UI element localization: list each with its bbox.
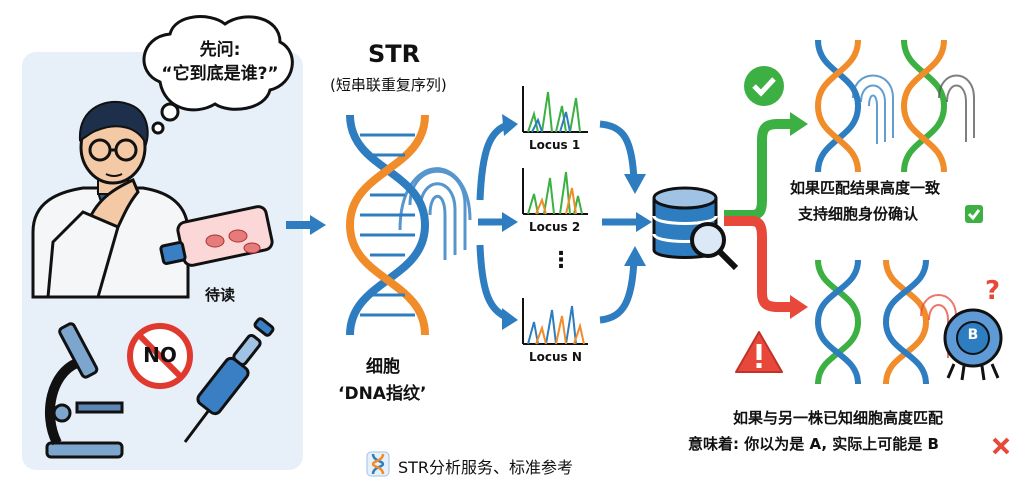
dna-logo-icon — [366, 451, 390, 477]
mismatch-dna-pair — [814, 259, 957, 385]
dna-caption-line1: 细胞 — [366, 357, 400, 377]
str-subtitle: (短串联重复序列) — [330, 76, 447, 94]
flask-label: 待读 — [205, 286, 236, 304]
cell-b-letter: B — [967, 327, 979, 343]
scientist-illustration — [31, 100, 190, 299]
check-box-icon — [965, 205, 983, 223]
database-search-icon — [652, 186, 739, 271]
locusN-chart — [522, 298, 588, 345]
arrows-to-database — [599, 120, 652, 324]
mismatch-arrow — [724, 216, 808, 319]
match-line2: 支持细胞身份确认 — [798, 205, 919, 223]
cross-icon — [992, 437, 1010, 455]
loci-ellipsis: ⋮ — [550, 248, 572, 273]
footer-text: STR分析服务、标准参考 — [398, 458, 574, 477]
no-badge-text: NO — [143, 343, 177, 367]
locus2-label: Locus 2 — [529, 220, 581, 234]
locus2-chart — [522, 168, 588, 215]
no-badge-icon — [127, 323, 193, 389]
dna-caption: 细胞 — [366, 355, 400, 379]
microscope-icon — [45, 322, 124, 459]
dna-helix-icon — [345, 114, 472, 336]
cell-flask-icon — [159, 205, 274, 267]
bubble-line2: “它到底是谁?” — [161, 64, 279, 84]
arrows-to-loci — [476, 114, 518, 330]
check-circle-icon — [744, 66, 784, 106]
mismatch-line1: 如果与另一株已知细胞高度匹配 — [733, 409, 944, 427]
arrow-to-dna — [286, 215, 326, 235]
question-mark: ? — [985, 276, 1001, 306]
bubble-line1: 先问: — [199, 40, 241, 60]
mismatch-line2: 意味着: 你以为是 A, 实际上可能是 B — [688, 435, 939, 453]
cell-b-icon — [943, 308, 1003, 381]
thought-bubble — [142, 15, 294, 135]
warning-icon — [735, 331, 783, 373]
locus1-chart — [522, 86, 588, 133]
match-line1: 如果匹配结果高度一致 — [790, 179, 941, 197]
str-title: STR — [368, 40, 421, 68]
match-arrow — [724, 112, 808, 220]
locusN-label: Locus N — [529, 350, 582, 364]
dna-caption-line2: ‘DNA指纹’ — [338, 384, 427, 404]
matching-dna-pair — [814, 39, 975, 173]
locus1-label: Locus 1 — [529, 138, 581, 152]
pipette-icon — [183, 317, 275, 443]
